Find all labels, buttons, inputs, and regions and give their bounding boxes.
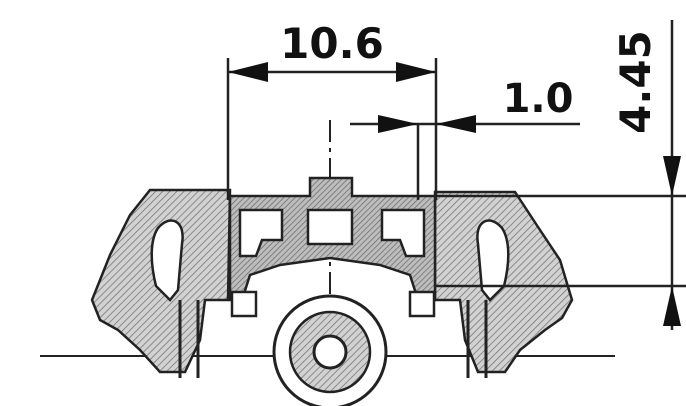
right-hook-cavity bbox=[380, 208, 426, 258]
left-hook-cavity bbox=[238, 208, 284, 258]
inner-cavities bbox=[150, 208, 510, 318]
left-foot-slot bbox=[230, 290, 258, 318]
arrowhead-left bbox=[228, 62, 268, 82]
hub-inner-bore bbox=[312, 334, 348, 370]
gap-arrowhead-left bbox=[378, 115, 418, 133]
left-curved-cavity bbox=[150, 219, 184, 302]
height-arrowhead-top bbox=[663, 156, 681, 196]
height-dimension-label: 4.45 bbox=[611, 30, 660, 134]
gap-arrowhead-right bbox=[436, 115, 476, 133]
right-curved-cavity bbox=[476, 219, 510, 302]
center-slot bbox=[306, 208, 354, 246]
dimension-1-0: 1.0 bbox=[350, 76, 580, 200]
bottom-hub bbox=[272, 294, 388, 406]
dimension-4-45: 4.45 bbox=[436, 20, 686, 330]
arrowhead-right bbox=[396, 62, 436, 82]
height-arrowhead-bottom bbox=[663, 286, 681, 326]
gap-dimension-label: 1.0 bbox=[503, 76, 574, 122]
width-dimension-label: 10.6 bbox=[280, 19, 384, 68]
lower-legs bbox=[178, 300, 488, 378]
right-foot-slot bbox=[408, 290, 436, 318]
dimension-10-6: 10.6 bbox=[226, 19, 438, 200]
